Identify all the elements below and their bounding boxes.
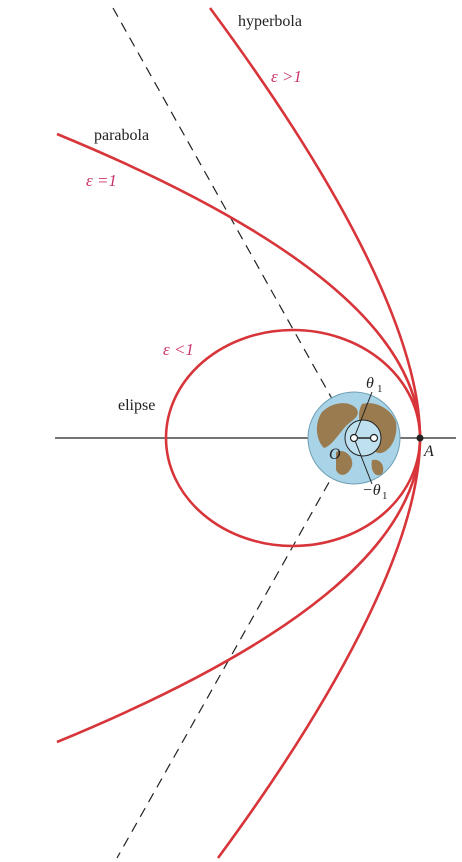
svg-text:−θ: −θ xyxy=(362,482,381,499)
hyperbola-eps-label: ε >1 xyxy=(271,67,302,86)
svg-text:θ: θ xyxy=(366,375,374,392)
theta-line-upper xyxy=(353,391,373,439)
origin-label: O xyxy=(329,446,341,463)
ellipse-label: elipse xyxy=(118,397,155,414)
neg-theta-label: −θ 1 xyxy=(362,482,388,502)
focus-point-origin xyxy=(349,433,359,443)
point-a-dot xyxy=(416,434,424,442)
theta-label: θ 1 xyxy=(366,375,383,395)
svg-text:1: 1 xyxy=(382,490,388,502)
svg-text:1: 1 xyxy=(377,383,383,395)
dashed-asymptote-line-lower xyxy=(116,437,355,859)
parabola-label: parabola xyxy=(94,127,149,144)
parabola-eps-label: ε =1 xyxy=(86,171,117,190)
focus-point-second xyxy=(369,433,379,443)
point-a-label: A xyxy=(423,443,434,460)
ellipse-eps-label: ε <1 xyxy=(163,340,194,359)
theta-line-lower xyxy=(353,437,373,485)
hyperbola-label: hyperbola xyxy=(238,13,302,30)
dashed-asymptote-line xyxy=(112,7,355,439)
